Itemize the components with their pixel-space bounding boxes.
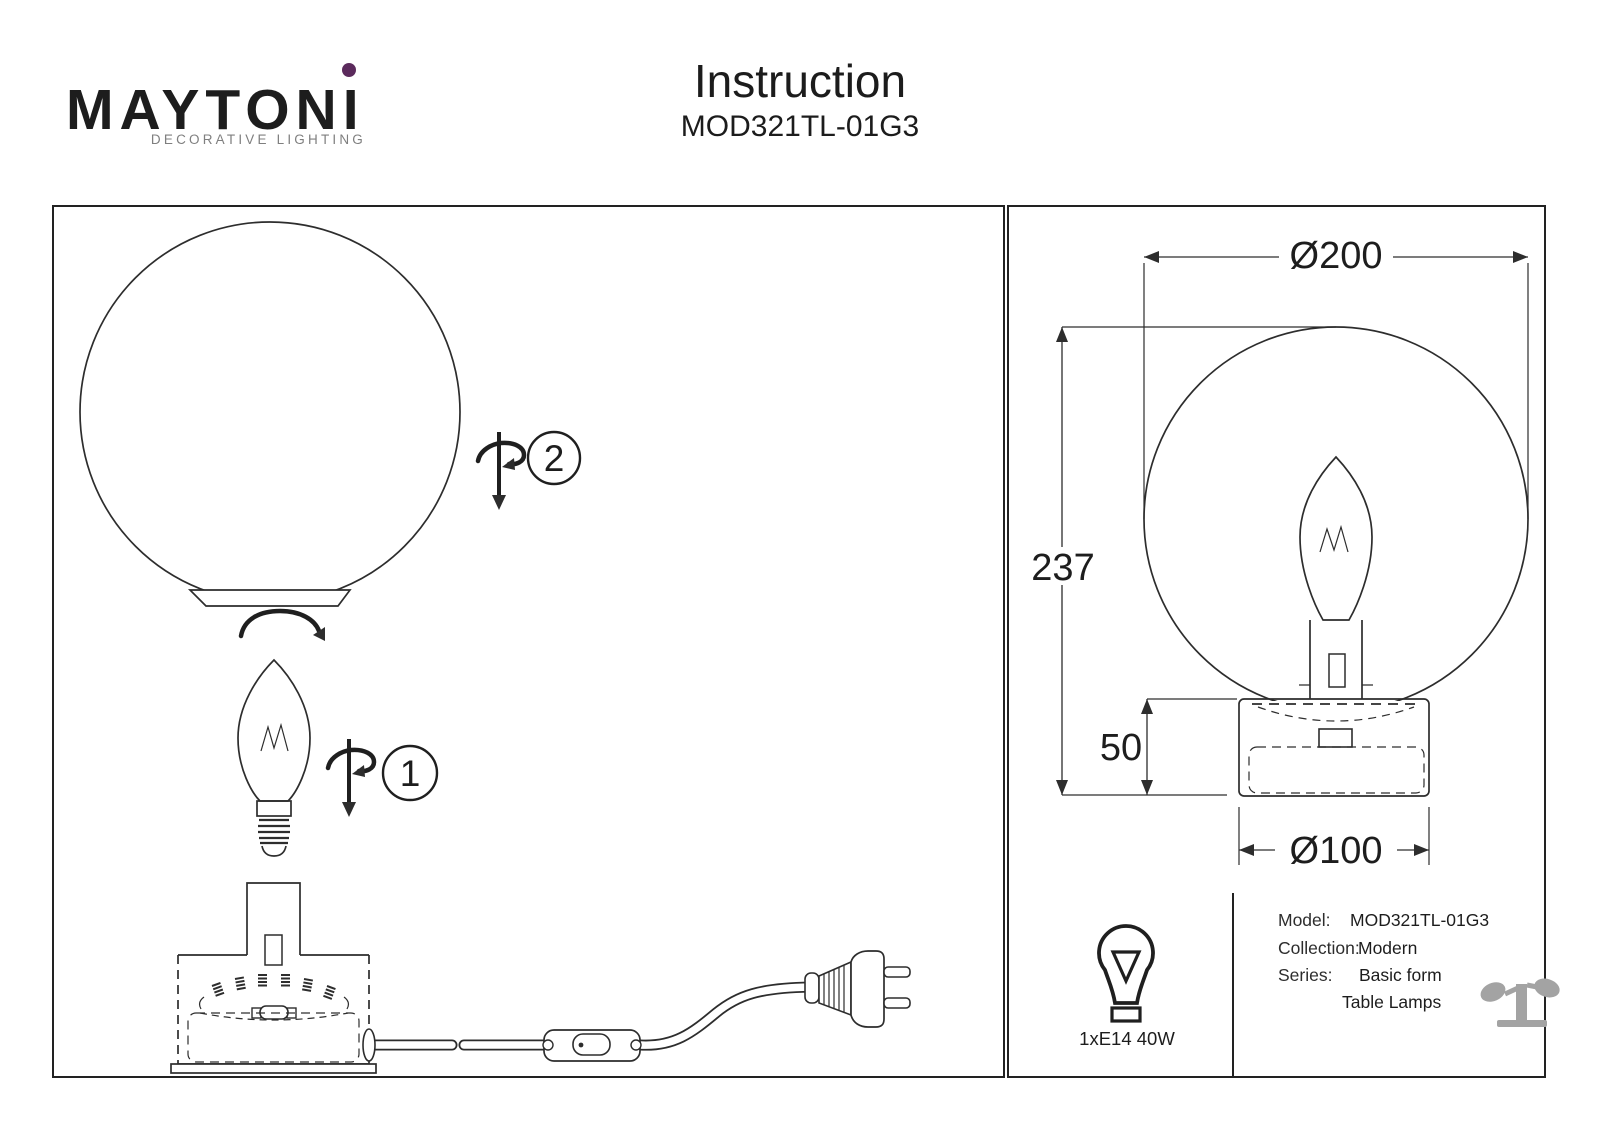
- base-inner-outline: [1248, 746, 1425, 794]
- dimension-total-height: 237: [1031, 326, 1336, 796]
- step-2-number: 2: [544, 438, 565, 479]
- bulb-spec-cell: 1xE14 40W: [1009, 893, 1234, 1076]
- assembly-diagram-panel: 2 1: [52, 205, 1005, 1078]
- page-model-number: MOD321TL-01G3: [680, 110, 920, 143]
- series-value: Basic form: [1359, 965, 1442, 985]
- lamp-socket: [246, 882, 301, 955]
- series-label: Series:: [1278, 965, 1333, 985]
- vent-pattern: [211, 974, 336, 1000]
- plug-pin: [883, 997, 911, 1009]
- logo-dot-icon: [342, 63, 356, 77]
- assembly-diagram: 2 1: [79, 221, 911, 1074]
- candle-bulb: [1299, 455, 1373, 621]
- brand-wordmark-accent: MAYTONI: [66, 78, 365, 142]
- page-title: Instruction: [693, 55, 907, 107]
- screw-thread: [258, 818, 290, 845]
- lamp-base: [1238, 698, 1430, 797]
- table-lamp-icon: [1480, 978, 1560, 1027]
- product-spec-cell: Model: MOD321TL-01G3 Collection: Modern …: [1234, 893, 1560, 1076]
- base-plate: [170, 1063, 377, 1074]
- base-diameter-label: Ø100: [1290, 830, 1383, 872]
- base-height-label: 50: [1100, 727, 1142, 769]
- screw-motion-icon: [475, 432, 527, 510]
- filament: [1319, 524, 1349, 553]
- dimension-globe-diameter: Ø200: [1143, 235, 1529, 519]
- globe-shade: [79, 221, 461, 603]
- dimension-drawing: Ø200 237 50: [1031, 235, 1529, 872]
- cord-clamp: [1318, 728, 1353, 748]
- brand-tagline: DECORATIVE LIGHTING: [150, 132, 366, 147]
- model-label: Model:: [1278, 910, 1331, 930]
- bulb-spec-label: 1xE14 40W: [1079, 1028, 1175, 1049]
- brand-logo: MAYTONI MAYTONI: [58, 56, 398, 146]
- spec-table: 1xE14 40W Model: MOD321TL-01G3 Collectio…: [1007, 893, 1560, 1078]
- step-2-badge: 2: [526, 430, 582, 486]
- plug-pin: [883, 966, 911, 978]
- candle-bulb: [237, 658, 311, 857]
- brand-wordmark: MAYTONI: [66, 78, 365, 142]
- step-1-badge: 1: [381, 744, 439, 802]
- power-plug: [804, 950, 911, 1028]
- maytoni-logo-icon: MAYTONI MAYTONI: [66, 63, 365, 142]
- dimension-base-height: 50: [1100, 698, 1237, 795]
- step-1-number: 1: [400, 753, 421, 794]
- total-height-label: 237: [1031, 547, 1094, 589]
- base-inner-outline: [187, 1012, 360, 1063]
- power-cord: [362, 981, 816, 1062]
- lamp-socket: [1299, 620, 1373, 699]
- screw-motion-icon: [325, 739, 377, 817]
- dimension-drawing-panel: Ø200 237 50: [1007, 205, 1546, 895]
- globe-neck: [187, 589, 352, 607]
- rotate-arrow-icon: [238, 608, 325, 641]
- model-value: MOD321TL-01G3: [1350, 910, 1490, 930]
- filament: [260, 722, 289, 752]
- cord-grommet: [362, 1028, 376, 1062]
- dimension-base-diameter: Ø100: [1238, 807, 1430, 872]
- inline-switch: [542, 1029, 642, 1062]
- collection-value: Modern: [1358, 938, 1418, 958]
- collection-label: Collection:: [1278, 938, 1360, 958]
- bulb-icon: 1xE14 40W: [1079, 924, 1175, 1049]
- lamp-base: [170, 934, 377, 1074]
- series-value-line2: Table Lamps: [1342, 992, 1442, 1012]
- globe-diameter-label: Ø200: [1290, 235, 1383, 277]
- switch-button: [572, 1033, 611, 1056]
